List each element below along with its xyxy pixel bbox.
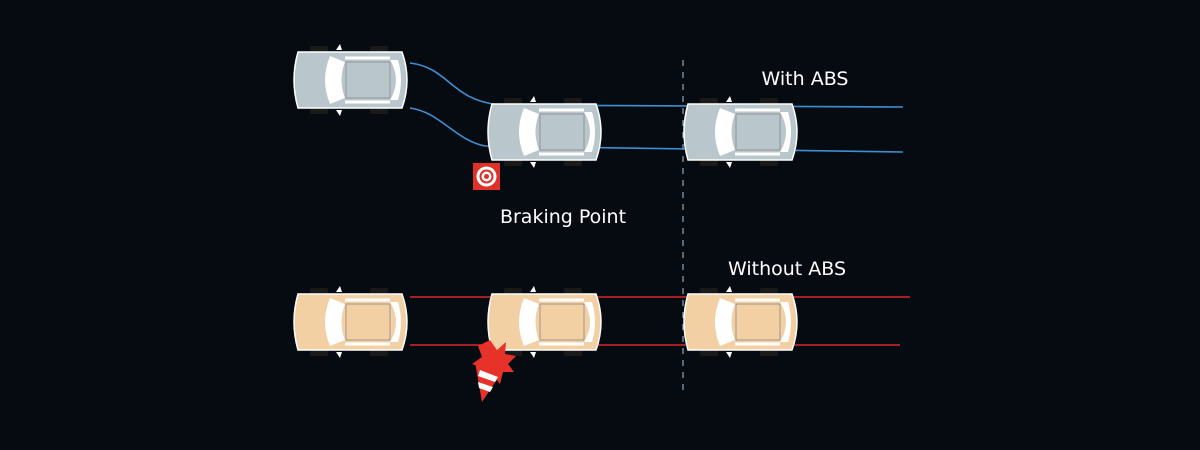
target-icon: [473, 163, 500, 190]
no-abs-tracks: [410, 296, 910, 346]
with-abs-label: With ABS: [761, 68, 849, 90]
braking-point-label: Braking Point: [499, 206, 627, 228]
abs-car-swerving: [486, 94, 603, 170]
without-abs-label: Without ABS: [727, 258, 847, 280]
no-abs-car-end: [682, 284, 799, 360]
abs-car-end: [682, 94, 799, 170]
abs-car-start: [292, 42, 409, 118]
traffic-cone-icon: [475, 362, 502, 402]
no-abs-car-start: [292, 284, 409, 360]
